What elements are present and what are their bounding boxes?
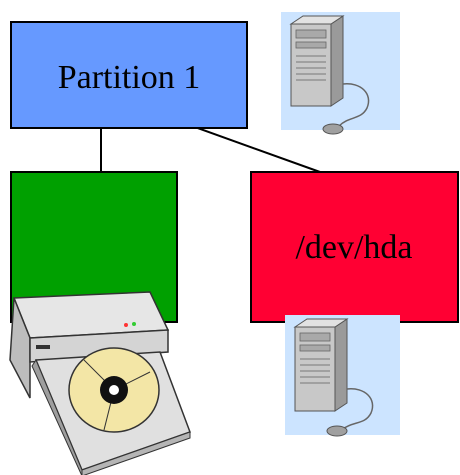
cd-rom-drive-icon — [9, 291, 191, 475]
edge-partition-to-device — [191, 125, 321, 173]
partition-label: Partition 1 — [58, 59, 201, 96]
device-label: /dev/hda — [295, 229, 412, 266]
computer-top-icon — [281, 12, 400, 135]
node-partition: Partition 1 — [10, 21, 248, 129]
computer-bottom-icon — [285, 315, 400, 437]
node-device: /dev/hda — [250, 171, 459, 323]
